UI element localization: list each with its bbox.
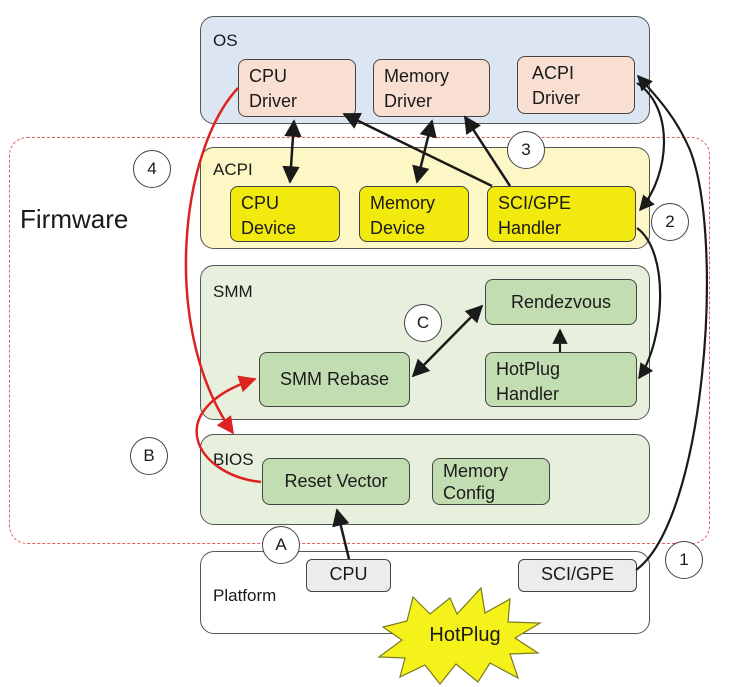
cpu-driver-line1: CPU [249,66,288,86]
step-c-circle: C [404,304,442,342]
acpi-driver-box: ACPI Driver [517,56,635,114]
memory-device-box: Memory Device [359,186,469,242]
bios-layer [200,434,650,525]
memory-device-line2: Device [370,218,426,238]
memory-config-line1: Memory [443,461,509,481]
arrow-sci-gpe-to-acpi-driver [635,74,708,571]
arrow-memory-driver-device [412,119,437,184]
acpi-title: ACPI [213,160,253,179]
hotplug-event-label: HotPlug [429,624,501,646]
acpi-driver-line2: Driver [532,88,580,108]
platform-title: Platform [213,586,277,605]
platform-sci-gpe-box: SCI/GPE [518,559,637,592]
arrow-sci-to-memory-driver [463,115,512,187]
platform-cpu-box: CPU [306,559,391,592]
hotplug-handler-line2: Handler [496,384,560,404]
hotplug-handler-line1: HotPlug [496,359,561,379]
step-a-circle: A [262,526,300,564]
sci-handler-box: SCI/GPE Handler [487,186,636,242]
arrow-cpu-to-reset-vector [332,508,351,560]
sci-handler-line1: SCI/GPE [498,193,572,213]
step-2-circle: 2 [651,203,689,241]
firmware-region [9,137,710,544]
memory-config-box: Memory Config [432,458,550,505]
memory-device-line1: Memory [370,193,436,213]
arrow-cpu-driver-device [282,119,302,184]
acpi-driver-line1: ACPI [532,63,575,83]
rendezvous-box: Rendezvous [485,279,637,325]
arrow-cpu-driver-to-bios [184,87,239,435]
cpu-driver-line2: Driver [249,91,297,111]
step-3-circle: 3 [507,131,545,169]
memory-driver-line2: Driver [384,91,432,111]
smm-title: SMM [213,282,253,301]
arrow-acpi-driver-to-sci [636,82,666,212]
arrow-sci-to-hotplug-handler [636,227,662,380]
cpu-driver-box: CPU Driver [238,59,356,117]
arrow-rendezvous-smm-rebase [411,304,484,378]
step-1-circle: 1 [665,541,703,579]
bios-title: BIOS [213,450,254,469]
hotplug-handler-box: HotPlug Handler [485,352,637,407]
memory-driver-line1: Memory [384,66,450,86]
cpu-device-line1: CPU [241,193,280,213]
memory-driver-box: Memory Driver [373,59,490,117]
step-b-circle: B [130,437,168,475]
firmware-label: Firmware [20,204,129,234]
cpu-device-box: CPU Device [230,186,340,242]
smm-rebase-box: SMM Rebase [259,352,410,407]
hotplug-burst-shape [377,586,543,685]
os-title: OS [213,31,238,50]
reset-vector-box: Reset Vector [262,458,410,505]
arrow-sci-to-cpu-driver [342,112,493,188]
arrow-reset-to-smm-rebase [195,375,262,484]
sci-handler-line2: Handler [498,218,562,238]
step-4-circle: 4 [133,150,171,188]
memory-config-line2: Config [443,483,496,503]
cpu-device-line2: Device [241,218,297,238]
